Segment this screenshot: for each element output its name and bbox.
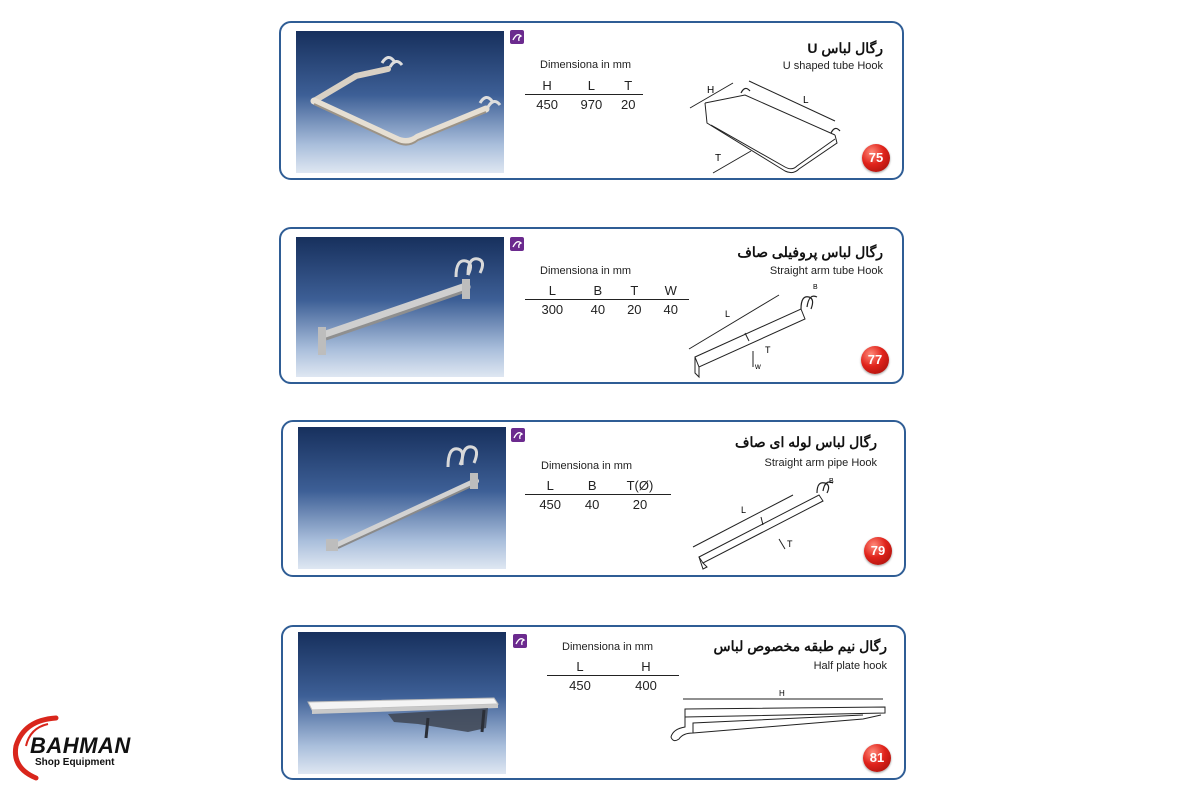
dimension-value: 450 [539,497,562,512]
product-number-badge: 75 [862,144,890,172]
dimension-value: 300 [541,302,564,317]
dimension-value: 20 [632,497,648,512]
diagram-label-l: L [725,309,730,319]
diagram-label-h: H [779,689,785,698]
diagram-label-w: w [754,362,761,371]
product-title-fa: رگال لباس پروفیلی صاف [737,244,883,260]
dimension-header: B [575,478,609,495]
technical-drawing: L T B [692,478,834,570]
product-photo [298,632,506,774]
dimension-header: H [525,78,570,95]
dimension-value: 20 [627,302,642,317]
technical-drawing: H L T [689,80,841,174]
product-title-fa: رگال لباس U [807,40,883,56]
dimensions-table: L B T(Ø) 450 40 20 [525,478,671,512]
diagram-label-b: B [813,284,818,291]
diagram-label-t: T [715,153,721,164]
brand-mark-icon [510,30,524,44]
dimension-value: 40 [584,497,600,512]
dimension-header: L [525,478,576,495]
diagram-label-b: B [829,478,834,485]
product-title-en: Straight arm tube Hook [769,265,883,277]
dimension-header: T [613,78,643,95]
brand-mark-icon [511,428,525,442]
diagram-label-t: T [787,539,793,549]
bahman-logo-swoosh-icon [12,715,59,781]
product-number-badge: 77 [861,346,889,374]
dimension-header: H [613,659,679,676]
dimension-header: T [616,283,653,300]
product-title-en: Half plate hook [813,660,887,672]
dimension-header: W [652,283,689,300]
dimensions-title: Dimensiona in mm [541,460,633,472]
dimension-header: L [525,283,580,300]
dimensions-title: Dimensiona in mm [540,59,632,71]
dimensions-value-row: 300 40 20 40 [525,300,689,317]
dimensions-title: Dimensiona in mm [562,641,654,653]
product-card-79: Dimensiona in mm L B T(Ø) 450 40 20 رگال… [281,420,906,577]
dimension-header: T(Ø) [608,478,671,495]
brand-mark-icon [510,237,524,251]
dimensions-table: L H 450 400 [547,659,679,693]
dimensions-table: H L T 450 970 20 [525,78,643,112]
dimensions-table: L B T W 300 40 20 40 [525,283,689,317]
u-hook-illustration [310,56,502,146]
diagram-label-l: L [741,505,746,515]
company-tagline: Shop Equipment [35,757,115,768]
dimension-header: B [579,283,617,300]
product-title-en: U shaped tube Hook [782,60,883,72]
dimensions-value-row: 450 40 20 [525,495,671,512]
technical-drawing: H [670,689,886,742]
dimensions-value-row: 450 970 20 [525,95,643,112]
dimensions-header-row: L B T(Ø) [525,478,671,495]
dimensions-header-row: H L T [525,78,643,95]
dimension-header: L [547,659,613,676]
dimension-value: 20 [621,97,636,112]
dimension-value: 40 [663,302,678,317]
product-title-fa: رگال لباس لوله ای صاف [734,434,877,450]
dimensions-value-row: 450 400 [547,676,679,693]
technical-drawing: L T w B [688,284,818,379]
product-card-77: Dimensiona in mm L B T W 300 40 20 40 رگ… [279,227,904,384]
diagram-label-l: L [803,95,809,106]
dimension-value: 40 [590,302,606,317]
product-title-en: Straight arm pipe Hook [764,457,878,469]
brand-mark-icon [513,634,527,648]
company-logo-name: BAHMAN [30,733,131,758]
product-photo [298,427,506,569]
straight-pipe-illustration [326,445,479,551]
dimension-value: 400 [635,678,657,693]
dimension-value: 450 [536,97,558,112]
dimensions-header-row: L H [547,659,679,676]
product-card-75: Dimensiona in mm H L T 450 970 20 رگال ل… [279,21,904,180]
dimension-value: 450 [569,678,591,693]
product-number-badge: 81 [863,744,891,772]
dimensions-title: Dimensiona in mm [540,265,632,277]
diagram-label-h: H [707,85,714,96]
product-card-81: Dimensiona in mm L H 450 400 رگال نیم طب… [281,625,906,780]
product-title-fa: رگال نیم طبقه مخصوص لباس [713,638,888,654]
product-photo [296,31,504,173]
half-plate-illustration [307,697,499,739]
product-photo [296,237,504,377]
straight-arm-illustration [318,257,485,355]
dimension-header: L [569,78,614,95]
diagram-label-t: T [765,345,771,355]
dimension-value: 970 [580,97,603,112]
dimensions-header-row: L B T W [525,283,689,300]
product-number-badge: 79 [864,537,892,565]
